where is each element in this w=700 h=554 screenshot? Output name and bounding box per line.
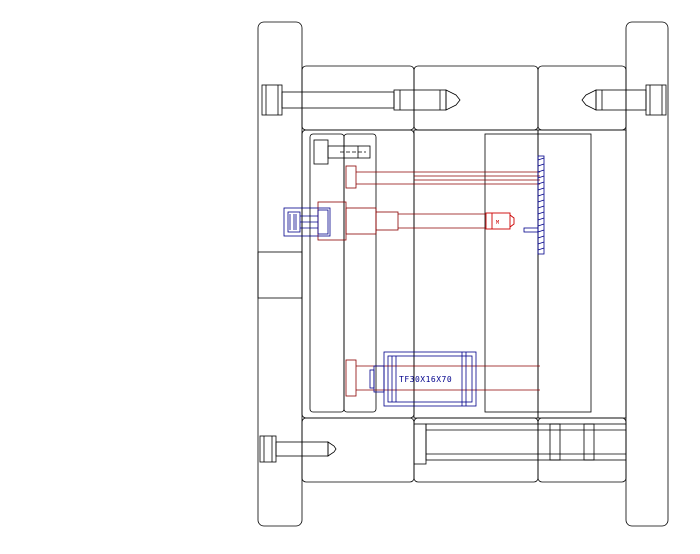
bottom-screw-left [259,435,337,463]
stock-label: TF30X16X70 [399,375,452,384]
right-support-block [537,129,627,419]
top-plate-middle [413,65,539,131]
top-plate-left [301,65,415,131]
bottom-plate-left [301,417,415,483]
annotation-geometry [283,155,545,407]
nozzle-label: M [496,220,499,226]
ejector-outer-frame [301,129,415,419]
locating-ring [283,207,331,237]
sprue-pin [317,201,486,241]
ejector-plate [309,133,345,413]
top-screw-right [581,84,667,116]
left-clamp-plate [257,21,303,527]
section-lines [317,165,540,397]
ejector-retainer-plate [343,133,377,413]
hatched-strip [523,155,545,255]
bottom-plate-right [537,417,627,483]
ejector-pin-1 [345,165,540,189]
top-screw-left [261,84,461,116]
bottom-plate-middle [413,417,539,483]
ejector-pin-2 [345,359,540,397]
outline-geometry [257,21,669,527]
nozzle-detail [485,212,515,230]
bottom-guide-rod [413,423,627,465]
ejector-screw [313,139,371,165]
top-plate-right [537,65,627,131]
locating-block [257,251,303,299]
stock-block [369,351,477,407]
